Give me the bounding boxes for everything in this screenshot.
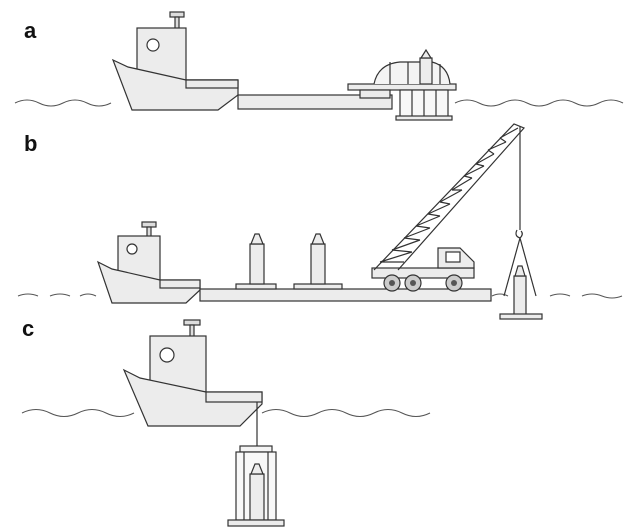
suspended-module: [499, 237, 543, 320]
tugboat-b: [96, 221, 201, 304]
barge-a: [237, 94, 393, 110]
barge-b: [199, 288, 492, 302]
panel-c: [21, 319, 431, 527]
tugboat-a: [111, 11, 239, 111]
water-surface-b-left: [17, 293, 97, 297]
panel-b: [17, 123, 623, 320]
platform-a: [347, 48, 457, 121]
panel-label-b: b: [24, 131, 38, 156]
tugboat-c: [122, 319, 263, 427]
water-surface-c-right: [261, 409, 431, 417]
lowered-module: [227, 402, 285, 527]
water-surface-a-left: [14, 99, 112, 107]
water-surface-a-right: [454, 99, 624, 107]
crane-truck: [371, 123, 526, 292]
panel-label-a: a: [24, 18, 37, 43]
water-surface-c-left: [21, 409, 135, 417]
panel-a: [14, 11, 624, 121]
module-1: [235, 233, 277, 290]
module-2: [293, 233, 343, 290]
water-surface-b-right: [491, 293, 623, 299]
panel-label-c: c: [22, 316, 35, 341]
